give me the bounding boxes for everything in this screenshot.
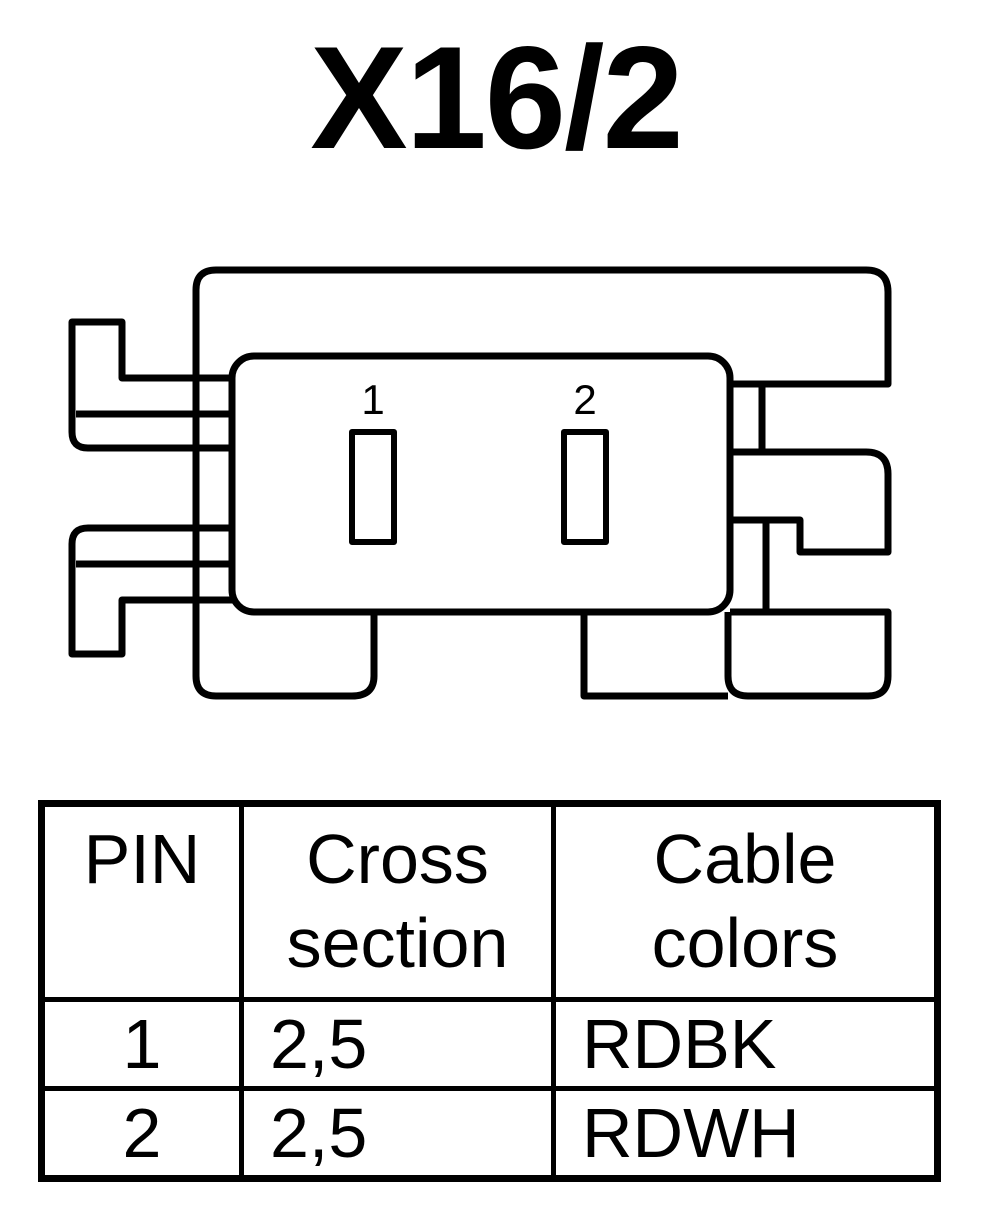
pin-number-1: 1	[361, 376, 384, 423]
header-pin-line1: PIN	[83, 820, 201, 898]
header-cross-line2: section	[286, 904, 509, 982]
left-latch-upper	[68, 318, 236, 452]
pin-table: PIN Cross section Cable colors 1 2,5 RDB…	[38, 800, 941, 1182]
cell-cross-section: 2,5	[239, 1086, 556, 1181]
left-latch-lower	[68, 524, 234, 658]
pin-number-2: 2	[573, 376, 596, 423]
connector-body	[228, 352, 734, 616]
right-latch	[728, 448, 892, 556]
cell-cable-color: RDWH	[551, 1086, 940, 1181]
header-colors-line2: colors	[651, 904, 839, 982]
housing-top	[192, 266, 892, 388]
cell-cable-color: RDBK	[551, 997, 940, 1091]
header-pin: PIN	[39, 801, 244, 1002]
table-header-row: PIN Cross section Cable colors	[39, 801, 940, 1002]
header-cross-section: Cross section	[239, 801, 556, 1002]
connector-title: X16/2	[310, 16, 684, 179]
foot-left	[192, 600, 378, 700]
cell-cross-section: 2,5	[239, 997, 556, 1091]
table-row: 2 2,5 RDWH	[39, 1086, 940, 1181]
cell-pin: 2	[39, 1086, 244, 1181]
pin-slot-2	[561, 429, 609, 545]
foot-right	[580, 612, 728, 700]
pin-slot-1	[349, 429, 397, 545]
table-row: 1 2,5 RDBK	[39, 997, 940, 1091]
header-colors-line1: Cable	[653, 820, 837, 898]
header-cross-line1: Cross	[306, 820, 489, 898]
cell-pin: 1	[39, 997, 244, 1091]
header-cable-colors: Cable colors	[551, 801, 940, 1002]
connector-diagram: 1 2	[68, 266, 892, 700]
